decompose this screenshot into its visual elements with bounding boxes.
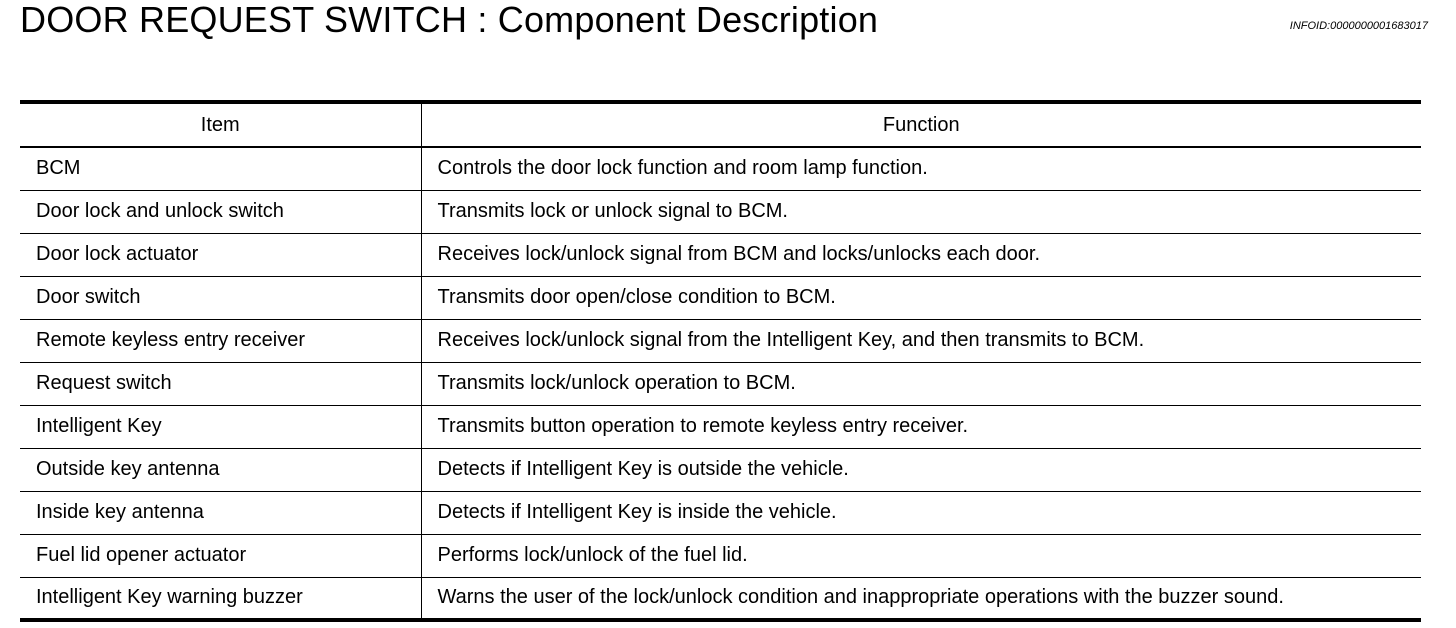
item-cell: Door lock actuator [20,233,422,277]
table-row: Intelligent Key warning buzzer Warns the… [20,577,1421,622]
table-row: Outside key antenna Detects if Intellige… [20,448,1421,492]
table-row: Remote keyless entry receiver Receives l… [20,319,1421,363]
column-header-item: Item [20,100,422,148]
function-cell: Transmits lock/unlock operation to BCM. [421,362,1421,406]
item-cell: Door lock and unlock switch [20,190,422,234]
table-row: Fuel lid opener actuator Performs lock/u… [20,534,1421,578]
function-cell: Controls the door lock function and room… [421,147,1421,191]
function-cell: Transmits lock or unlock signal to BCM. [421,190,1421,234]
item-cell: Door switch [20,276,422,320]
page-title: DOOR REQUEST SWITCH : Component Descript… [20,0,879,40]
table-row: Intelligent Key Transmits button operati… [20,405,1421,449]
function-cell: Receives lock/unlock signal from BCM and… [421,233,1421,277]
function-cell: Transmits button operation to remote key… [421,405,1421,449]
table-header-row: Item Function [20,100,1421,148]
item-cell: Outside key antenna [20,448,422,492]
table-row: Door lock actuator Receives lock/unlock … [20,233,1421,277]
table-row: BCM Controls the door lock function and … [20,147,1421,191]
function-cell: Detects if Intelligent Key is inside the… [421,491,1421,535]
item-cell: Intelligent Key [20,405,422,449]
function-cell: Transmits door open/close condition to B… [421,276,1421,320]
function-cell: Performs lock/unlock of the fuel lid. [421,534,1421,578]
item-cell: Remote keyless entry receiver [20,319,422,363]
table-row: Inside key antenna Detects if Intelligen… [20,491,1421,535]
function-cell: Warns the user of the lock/unlock condit… [421,577,1421,622]
table-row: Door lock and unlock switch Transmits lo… [20,190,1421,234]
item-cell: Intelligent Key warning buzzer [20,577,422,622]
item-cell: BCM [20,147,422,191]
item-cell: Request switch [20,362,422,406]
column-header-function: Function [421,100,1421,148]
table-row: Request switch Transmits lock/unlock ope… [20,362,1421,406]
item-cell: Inside key antenna [20,491,422,535]
info-id: INFOID:0000000001683017 [1289,20,1428,32]
table-row: Door switch Transmits door open/close co… [20,276,1421,320]
component-description-table: Item Function BCM Controls the door lock… [20,100,1421,622]
item-cell: Fuel lid opener actuator [20,534,422,578]
function-cell: Detects if Intelligent Key is outside th… [421,448,1421,492]
function-cell: Receives lock/unlock signal from the Int… [421,319,1421,363]
